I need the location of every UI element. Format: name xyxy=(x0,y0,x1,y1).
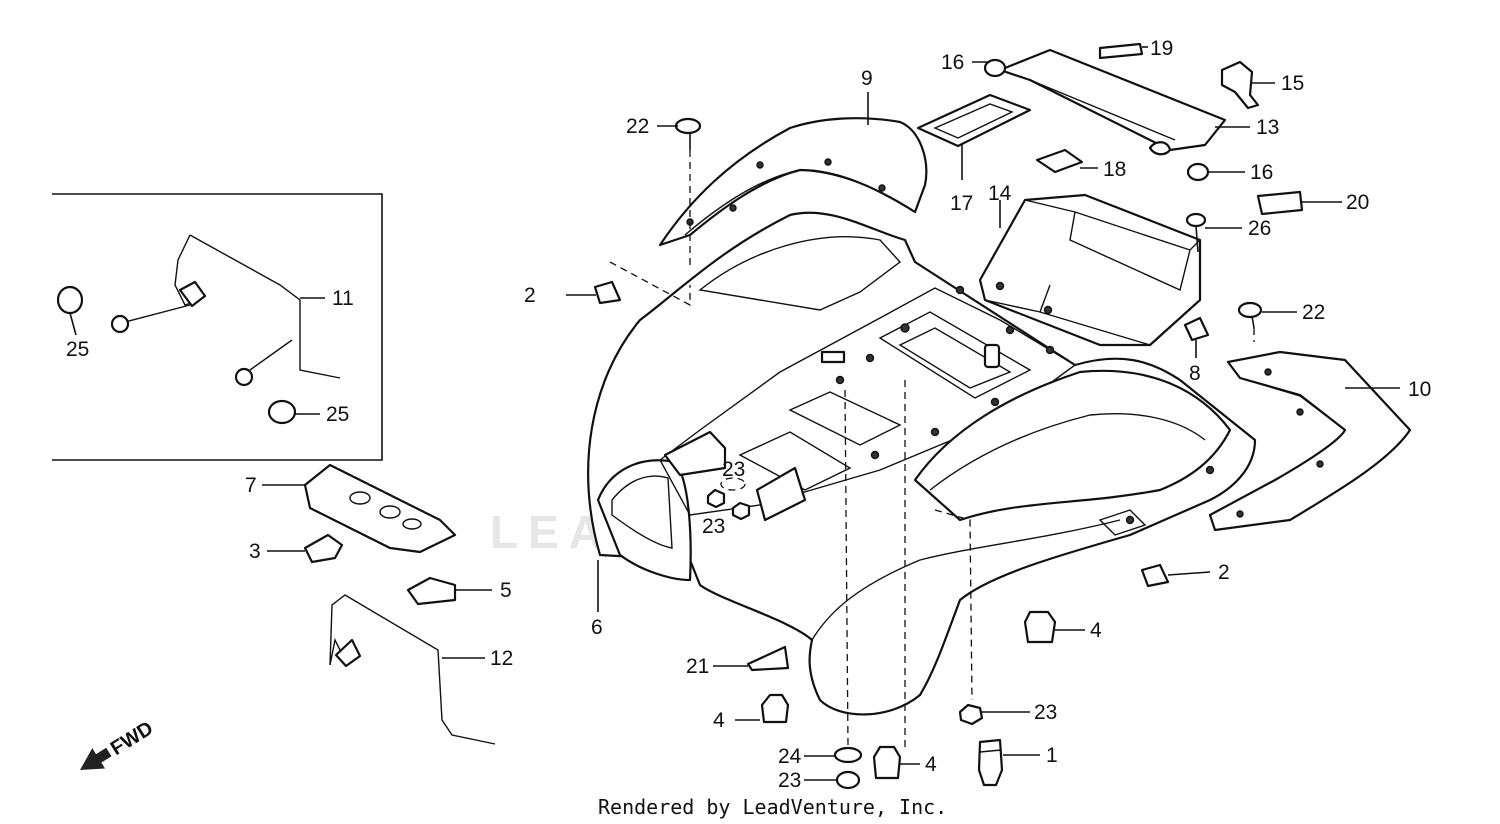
callout-16: 16 xyxy=(1250,161,1273,184)
clip-part-2-right xyxy=(1140,563,1170,588)
label-part-20 xyxy=(1256,190,1304,216)
callout-3: 3 xyxy=(249,540,261,563)
fwd-arrow: FWD xyxy=(80,717,157,770)
callout-17: 17 xyxy=(950,192,973,215)
callout-23: 23 xyxy=(1034,701,1057,724)
callout-18: 18 xyxy=(1103,158,1126,181)
callout-19: 19 xyxy=(1150,37,1173,60)
inset-box xyxy=(52,193,383,461)
callout-4: 4 xyxy=(1090,619,1102,642)
callout-25: 25 xyxy=(326,403,349,426)
clip-part-2-left xyxy=(593,280,622,305)
decal-part-17 xyxy=(916,93,1032,148)
callout-24: 24 xyxy=(778,745,802,768)
side-cover-part-10 xyxy=(1208,350,1412,532)
rod-part-12 xyxy=(329,594,496,745)
latch-part-15 xyxy=(1220,60,1260,110)
label-part-19 xyxy=(1098,42,1144,60)
callout-11: 11 xyxy=(332,287,354,310)
rear-fender-part-6 xyxy=(587,211,1257,716)
grommet-part-16 xyxy=(983,58,1210,182)
callout-15: 15 xyxy=(1281,72,1304,95)
plate-part-7 xyxy=(303,463,457,554)
tool-box-part-14 xyxy=(978,193,1202,347)
callouts: 1 2 2 3 4 4 4 5 6 7 8 9 10 11 12 13 14 1… xyxy=(66,37,1431,792)
callout-14: 14 xyxy=(988,182,1012,205)
callout-4: 4 xyxy=(925,753,937,776)
rod-part-11 xyxy=(110,234,341,387)
callout-4: 4 xyxy=(713,709,725,732)
part-1 xyxy=(977,738,1004,787)
bracket-part-5 xyxy=(406,576,457,606)
bolt-part-26 xyxy=(1185,212,1207,253)
callout-22: 22 xyxy=(626,115,649,138)
callout-10: 10 xyxy=(1408,378,1431,401)
callout-2: 2 xyxy=(1218,561,1230,584)
callout-7: 7 xyxy=(245,474,257,497)
callout-23: 23 xyxy=(722,458,745,481)
footer-credit: Rendered by LeadVenture, Inc. xyxy=(598,795,947,819)
clip-part-8 xyxy=(1183,316,1210,342)
assembly-lines xyxy=(609,150,1255,750)
callout-12: 12 xyxy=(490,647,513,670)
damper-part-4 xyxy=(760,610,1057,780)
leader-lines xyxy=(69,46,1400,781)
callout-21: 21 xyxy=(686,655,709,678)
callout-6: 6 xyxy=(591,616,603,639)
callout-2: 2 xyxy=(524,284,536,307)
cap-part-25 xyxy=(56,285,297,425)
callout-23: 23 xyxy=(778,769,801,792)
callout-23: 23 xyxy=(702,515,725,538)
callout-16: 16 xyxy=(941,51,964,74)
callout-25: 25 xyxy=(66,338,89,361)
lid-part-13 xyxy=(998,48,1227,156)
callout-26: 26 xyxy=(1248,217,1271,240)
bolt-part-22 xyxy=(674,117,1263,329)
fwd-label: FWD xyxy=(107,717,157,760)
callout-20: 20 xyxy=(1346,191,1369,214)
callout-8: 8 xyxy=(1189,362,1201,385)
clip-part-3 xyxy=(303,533,344,564)
label-part-21 xyxy=(746,645,790,672)
callout-5: 5 xyxy=(500,579,512,602)
nut-part-23 xyxy=(706,488,984,790)
washer-part-24 xyxy=(833,746,863,764)
callout-1: 1 xyxy=(1046,744,1058,767)
arrow-icon xyxy=(80,747,112,770)
label-part-18 xyxy=(1035,148,1084,174)
callout-22: 22 xyxy=(1302,301,1325,324)
callout-13: 13 xyxy=(1256,116,1279,139)
callout-9: 9 xyxy=(861,67,873,90)
